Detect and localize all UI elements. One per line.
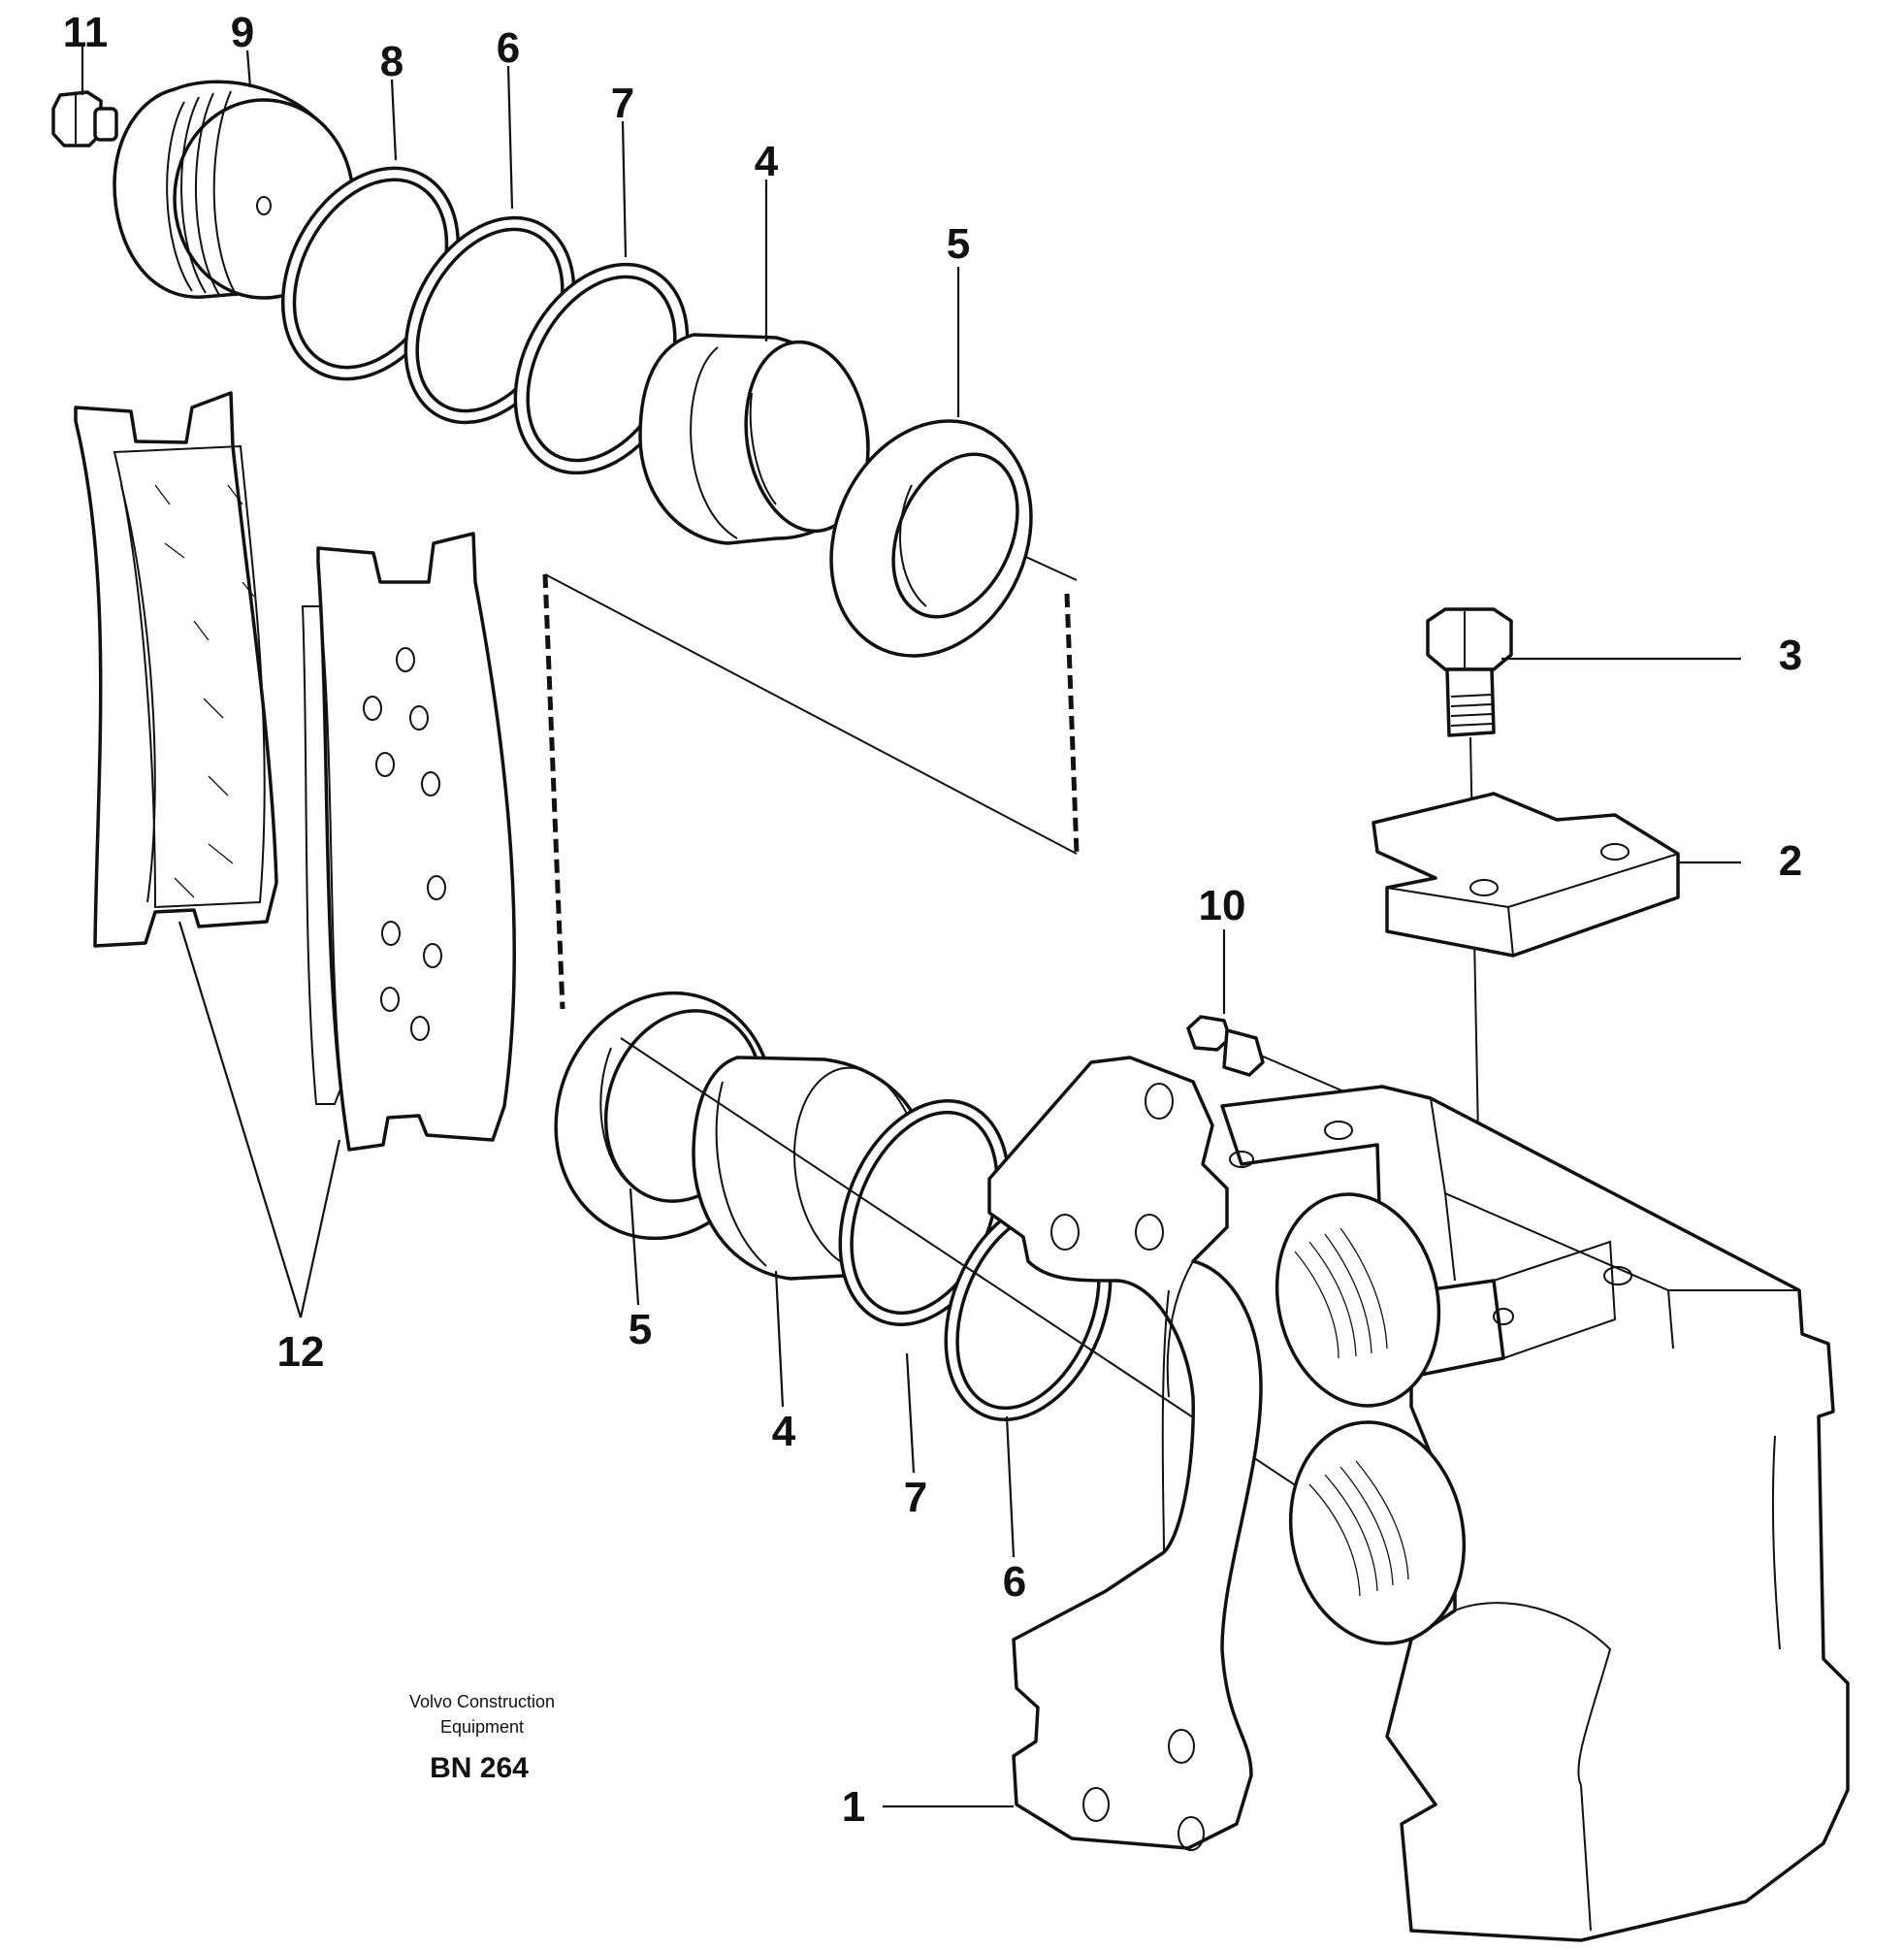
callout-3: 3 <box>1779 632 1802 679</box>
leader-lines <box>81 47 1741 1808</box>
callout-5-bottom: 5 <box>629 1306 652 1353</box>
callout-5-top: 5 <box>947 220 970 268</box>
callout-4-top: 4 <box>755 138 779 185</box>
part-5-boot-top <box>829 419 1033 658</box>
part-2-retaining-plate <box>1372 792 1680 958</box>
assembly-guide-left <box>542 573 565 1010</box>
callout-7-top: 7 <box>611 80 634 127</box>
callout-7-bottom: 7 <box>904 1474 927 1521</box>
callout-12: 12 <box>277 1328 325 1376</box>
drawing-code: BN 264 <box>430 1752 529 1784</box>
callout-2: 2 <box>1779 837 1802 885</box>
assembly-guide-diagonal <box>544 573 1078 855</box>
credit-line-2: Equipment <box>440 1717 524 1737</box>
callout-9: 9 <box>231 9 254 56</box>
callout-4-bottom: 4 <box>772 1408 796 1455</box>
callout-11: 11 <box>63 9 109 56</box>
part-12-brake-pad-rear <box>74 391 278 948</box>
callout-6-bottom: 6 <box>1003 1558 1026 1606</box>
part-3-bolt <box>1426 607 1513 1437</box>
part-4-piston-top <box>638 333 870 545</box>
callout-8: 8 <box>380 38 403 85</box>
callout-6-top: 6 <box>497 24 520 72</box>
part-1-caliper-housing <box>987 1056 1850 1942</box>
callout-10: 10 <box>1199 882 1246 929</box>
part-10-grease-nipple <box>1186 1015 1378 1107</box>
part-12-brake-pad-front <box>301 532 516 1152</box>
part-11-plug <box>51 90 118 147</box>
callout-1: 1 <box>842 1783 865 1831</box>
credit-line-1: Volvo Construction <box>409 1692 555 1711</box>
assembly-guide-right <box>1064 593 1080 855</box>
